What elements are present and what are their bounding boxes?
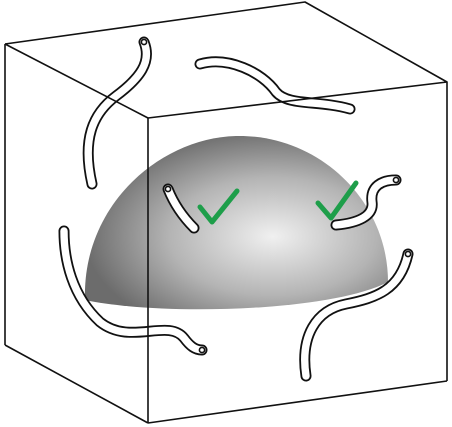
hemisphere-surface	[84, 135, 388, 310]
worm-particle	[58, 225, 208, 356]
worm-particle	[82, 36, 152, 190]
check-mark-icon	[315, 180, 359, 221]
worm-particle	[194, 56, 356, 115]
cube-front-edges	[4, 43, 448, 423]
worm-end-bead	[140, 38, 148, 46]
cube-bottom-front-edge	[147, 380, 448, 424]
worm-end-bead	[198, 346, 206, 354]
worm-particle	[162, 183, 200, 234]
cube-bottom-left-edge	[4, 344, 149, 424]
check-marks	[197, 180, 359, 225]
worm-particle	[299, 248, 414, 382]
cube-back-edges	[4, 1, 448, 424]
worm-body	[196, 58, 354, 113]
worm-body	[332, 176, 400, 229]
worm-body	[60, 227, 206, 354]
worm-end-bead	[392, 176, 400, 184]
cube-back-face	[4, 1, 448, 381]
worm-body	[301, 250, 412, 380]
check-mark-icon	[197, 188, 240, 225]
worm-particle	[330, 174, 402, 231]
free-particles	[58, 36, 414, 382]
worm-body	[164, 185, 198, 232]
worm-body	[84, 38, 151, 188]
worm-end-bead	[404, 250, 412, 258]
bound-particles	[162, 174, 402, 234]
worm-end-bead	[164, 185, 172, 193]
cube-front-face	[147, 81, 448, 119]
cube-top-left-edge	[4, 43, 149, 119]
